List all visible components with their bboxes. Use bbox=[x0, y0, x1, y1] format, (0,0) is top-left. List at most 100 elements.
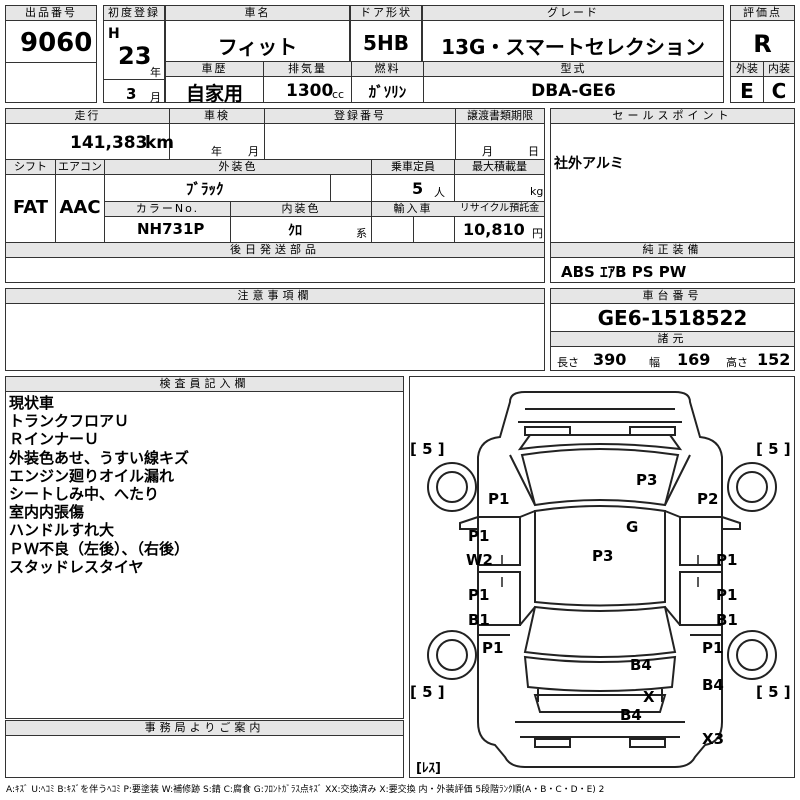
legend-text: A:ｷｽﾞ U:ﾍｺﾐ B:ｷｽﾞを伴うﾍｺﾐ P:要塗装 W:補修跡 S:錆 … bbox=[6, 785, 605, 795]
damage-diagram bbox=[409, 376, 795, 778]
spare-tire-mark: [ﾚｽ] bbox=[416, 761, 441, 776]
tire-mark-rear-left: [ 5 ] bbox=[410, 683, 445, 701]
fuel: ｶﾞｿﾘﾝ bbox=[368, 83, 407, 101]
inspector-line: シートしみ中、へたり bbox=[9, 485, 160, 504]
after-parts-label: 後日発送部品 bbox=[6, 243, 544, 258]
width: 169 bbox=[677, 350, 711, 369]
length-label: 長さ bbox=[557, 356, 579, 369]
damage-mark: B4 bbox=[630, 656, 652, 674]
damage-mark: P1 bbox=[468, 586, 490, 604]
damage-mark: P2 bbox=[697, 490, 719, 508]
ext-color-label: 外装色 bbox=[105, 160, 371, 175]
mileage-label: 走行 bbox=[6, 109, 169, 124]
reg-year: 23 bbox=[118, 42, 152, 70]
inspector-line: ハンドルすれ大 bbox=[9, 521, 115, 540]
door-type: 5HB bbox=[363, 31, 409, 55]
reg-month: 3 bbox=[126, 85, 137, 103]
notes-box: 注意事項欄 bbox=[5, 288, 545, 371]
int-color-label: 内装色 bbox=[231, 202, 371, 217]
sales-point-box: セールスポイント 社外アルミ bbox=[550, 108, 795, 243]
sales-point-text: 社外アルミ bbox=[554, 156, 624, 172]
lot-box: 出品番号 9060 bbox=[5, 5, 97, 103]
notes-label: 注意事項欄 bbox=[6, 289, 544, 304]
sales-point-label: セールスポイント bbox=[551, 109, 794, 124]
color-no: NH731P bbox=[137, 220, 205, 238]
shift-label: シフト bbox=[6, 160, 55, 175]
interior-grade: C bbox=[771, 79, 787, 103]
damage-mark: P1 bbox=[482, 639, 504, 657]
car-outline bbox=[427, 391, 777, 768]
grade: 13G・スマートセレクション bbox=[441, 35, 705, 59]
damage-mark: P1 bbox=[702, 639, 724, 657]
inspection-month-unit: 月 bbox=[248, 145, 259, 158]
office-box: 事務局よりご案内 bbox=[5, 720, 404, 778]
damage-mark: B4 bbox=[620, 706, 642, 724]
first-reg-label: 初度登録 bbox=[104, 6, 164, 21]
score-box: 評価点 R bbox=[730, 5, 795, 62]
int-color: ｸﾛ bbox=[288, 223, 302, 239]
inspection-label: 車検 bbox=[170, 109, 264, 124]
inspector-line: ＰＷ不良（左後）、（右後） bbox=[9, 539, 190, 558]
lot-label: 出品番号 bbox=[6, 6, 96, 21]
inspector-notes: 現状車 トランクフロアＵ ＲインナーＵ 外装色あせ、うすい線キズ エンジン廻りオ… bbox=[9, 394, 189, 576]
damage-mark: B4 bbox=[702, 676, 724, 694]
month-unit: 月 bbox=[150, 91, 161, 104]
exterior-label: 外装 bbox=[731, 62, 763, 77]
height: 152 bbox=[757, 350, 791, 369]
ext-color: ﾌﾞﾗｯｸ bbox=[186, 180, 224, 198]
inspector-line: ＲインナーＵ bbox=[9, 430, 100, 449]
tire-mark-front-left: [ 5 ] bbox=[410, 440, 445, 458]
dims-label: 諸元 bbox=[551, 332, 794, 347]
car-name: フィット bbox=[217, 35, 298, 59]
capacity-unit: 人 bbox=[434, 186, 445, 199]
recycle-label: リサイクル預託金 bbox=[455, 202, 544, 217]
inspector-line: エンジン廻りオイル漏れ bbox=[9, 466, 175, 485]
ac: AAC bbox=[59, 197, 101, 218]
displacement: 1300 bbox=[286, 81, 334, 101]
shift: FAT bbox=[12, 197, 49, 218]
damage-mark: P1 bbox=[716, 551, 738, 569]
inspector-box: 検査員記入欄 bbox=[5, 376, 404, 719]
door-label: ドア形状 bbox=[351, 6, 421, 21]
damage-mark: X bbox=[643, 688, 655, 706]
era: H bbox=[108, 26, 120, 42]
inspection-year-unit: 年 bbox=[211, 145, 222, 158]
mileage-unit: km bbox=[145, 133, 175, 153]
lot-number: 9060 bbox=[20, 28, 93, 58]
displacement-unit: cc bbox=[332, 88, 345, 101]
max-load-label: 最大積載量 bbox=[455, 160, 544, 175]
door-box: ドア形状 5HB bbox=[350, 5, 422, 62]
transfer-month-unit: 月 bbox=[482, 145, 493, 158]
score-label: 評価点 bbox=[731, 6, 794, 21]
damage-mark: B1 bbox=[716, 611, 738, 629]
reg-no-label: 登録番号 bbox=[265, 109, 455, 124]
damage-mark: P3 bbox=[592, 547, 614, 565]
ext-int-box: 外装 内装 E C bbox=[730, 61, 795, 103]
mileage: 141,383 bbox=[70, 133, 148, 153]
damage-mark: P1 bbox=[716, 586, 738, 604]
score: R bbox=[753, 30, 772, 58]
displacement-label: 排気量 bbox=[264, 62, 351, 77]
damage-mark: W2 bbox=[466, 551, 493, 569]
fuel-label: 燃料 bbox=[352, 62, 423, 77]
capacity: 5 bbox=[412, 179, 424, 198]
recycle-fee: 10,810 bbox=[463, 220, 525, 239]
equipment-label: 純正装備 bbox=[551, 243, 794, 258]
transfer-label: 譲渡書類期限 bbox=[456, 109, 544, 124]
color-no-label: カラーNo. bbox=[105, 202, 230, 217]
height-label: 高さ bbox=[726, 356, 748, 369]
inspector-label: 検査員記入欄 bbox=[6, 377, 403, 392]
frame-number: GE6-1518522 bbox=[597, 306, 748, 330]
inspector-line: 外装色あせ、うすい線キズ bbox=[9, 448, 190, 467]
spec-box: 走行 車検 登録番号 譲渡書類期限 141,383 km 年 月 月 日 シフト… bbox=[5, 108, 545, 243]
length: 390 bbox=[593, 350, 627, 369]
inspector-line: トランクフロアＵ bbox=[9, 412, 130, 431]
damage-mark: P1 bbox=[488, 490, 510, 508]
transfer-day-unit: 日 bbox=[528, 145, 539, 158]
frame-box: 車台番号 GE6-1518522 諸元 長さ 390 幅 169 高さ 152 bbox=[550, 288, 795, 371]
interior-label: 内装 bbox=[764, 62, 794, 77]
spec-row-box: 車歴 排気量 燃料 型式 自家用 1300 cc ｶﾞｿﾘﾝ DBA-GE6 bbox=[165, 61, 724, 105]
damage-mark: G bbox=[626, 518, 639, 536]
after-parts-box: 後日発送部品 bbox=[5, 242, 545, 283]
damage-mark: P3 bbox=[636, 471, 658, 489]
